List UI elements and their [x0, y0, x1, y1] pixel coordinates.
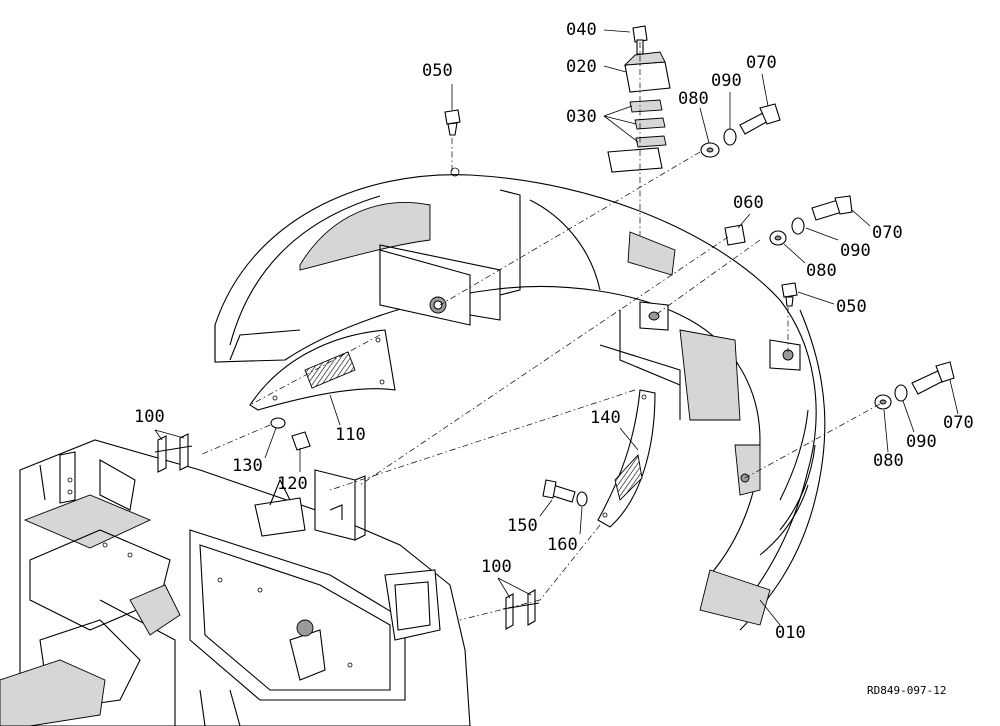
- bolt-120: [291, 431, 311, 451]
- mount-bracket-020: [623, 51, 671, 93]
- callout-050-top: 050: [422, 61, 453, 81]
- callout-080-upper: 080: [678, 89, 709, 109]
- assembly-centerlines: [199, 42, 881, 621]
- callout-070-upper: 070: [746, 53, 777, 73]
- callout-110: 110: [335, 425, 366, 445]
- shim-plates-030: [607, 99, 667, 173]
- callout-100-upper: 100: [134, 407, 165, 427]
- callout-030: 030: [566, 107, 597, 127]
- washer-130: [270, 417, 286, 429]
- callout-120: 120: [277, 474, 308, 494]
- drawing-reference-code: RD849-097-12: [867, 684, 946, 697]
- bracket-100-upper: [154, 433, 193, 473]
- bolt-070-upper: [739, 103, 781, 135]
- callout-090-middle: 090: [840, 241, 871, 261]
- callout-160: 160: [547, 535, 578, 555]
- washer-090-middle: [791, 217, 805, 235]
- bracket-100-lower: [502, 589, 540, 630]
- callout-010: 010: [775, 623, 806, 643]
- cap-050-top: [444, 109, 461, 136]
- callout-020: 020: [566, 57, 597, 77]
- nut-060: [724, 224, 746, 246]
- callout-150: 150: [507, 516, 538, 536]
- callout-080-lower: 080: [873, 451, 904, 471]
- callout-040: 040: [566, 20, 597, 40]
- bolt-070-middle: [811, 195, 853, 221]
- bolt-150: [542, 479, 576, 503]
- callout-090-lower: 090: [906, 432, 937, 452]
- callout-050-right: 050: [836, 297, 867, 317]
- leader-lines: [154, 29, 959, 626]
- callout-130: 130: [232, 456, 263, 476]
- callout-100-lower: 100: [481, 557, 512, 577]
- callout-090-upper: 090: [711, 71, 742, 91]
- callout-070-lower: 070: [943, 413, 974, 433]
- side-cover-140: [597, 389, 656, 528]
- washer-080-middle: [769, 230, 787, 246]
- callout-070-middle: 070: [872, 223, 903, 243]
- chassis-frame: [0, 439, 471, 726]
- washer-080-lower: [874, 394, 892, 410]
- callout-140: 140: [590, 408, 621, 428]
- washer-080-upper: [700, 142, 720, 158]
- callout-080-middle: 080: [806, 261, 837, 281]
- bolt-070-lower: [911, 361, 955, 395]
- callout-labels: 040 020 030 050 070 090 080 060 070 090 …: [134, 20, 974, 697]
- callout-060: 060: [733, 193, 764, 213]
- side-cover-110: [249, 329, 396, 411]
- mount-bolt-040: [632, 25, 648, 55]
- cap-050-right: [781, 282, 798, 307]
- counterweight-010: [214, 167, 826, 631]
- washer-090-lower: [894, 384, 908, 402]
- washer-090-upper: [723, 128, 737, 146]
- washer-160: [576, 491, 588, 507]
